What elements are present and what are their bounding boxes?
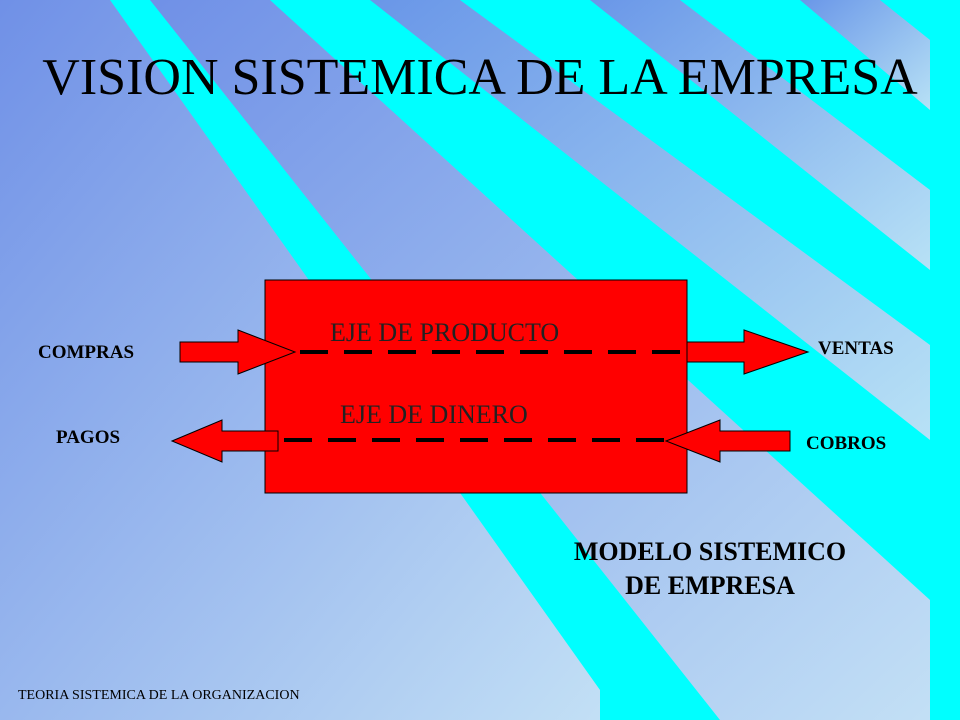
cobros-arrow [664, 419, 791, 463]
model-caption: MODELO SISTEMICO DE EMPRESA [500, 535, 920, 603]
product-axis-label: EJE DE PRODUCTO [330, 318, 560, 347]
stripe-3 [370, 0, 930, 440]
stripe-4 [590, 0, 930, 270]
stripe-5 [800, 0, 930, 110]
money-axis-label: EJE DE DINERO [340, 400, 528, 429]
pagos-arrow [170, 419, 279, 463]
ventas-arrow [686, 329, 810, 375]
company-box [264, 279, 688, 494]
slide-footer: TEORIA SISTEMICA DE LA ORGANIZACION [18, 688, 300, 703]
slide-title: VISION SISTEMICA DE LA EMPRESA [42, 49, 918, 106]
model-caption-line1: MODELO SISTEMICO [573, 537, 847, 566]
pagos-label: PAGOS [56, 427, 121, 448]
cobros-label: COBROS [806, 433, 887, 454]
ventas-label: VENTAS [818, 338, 894, 359]
compras-arrow [179, 329, 297, 375]
compras-label: COMPRAS [38, 342, 135, 363]
model-caption-line2: DE EMPRESA [625, 571, 795, 600]
